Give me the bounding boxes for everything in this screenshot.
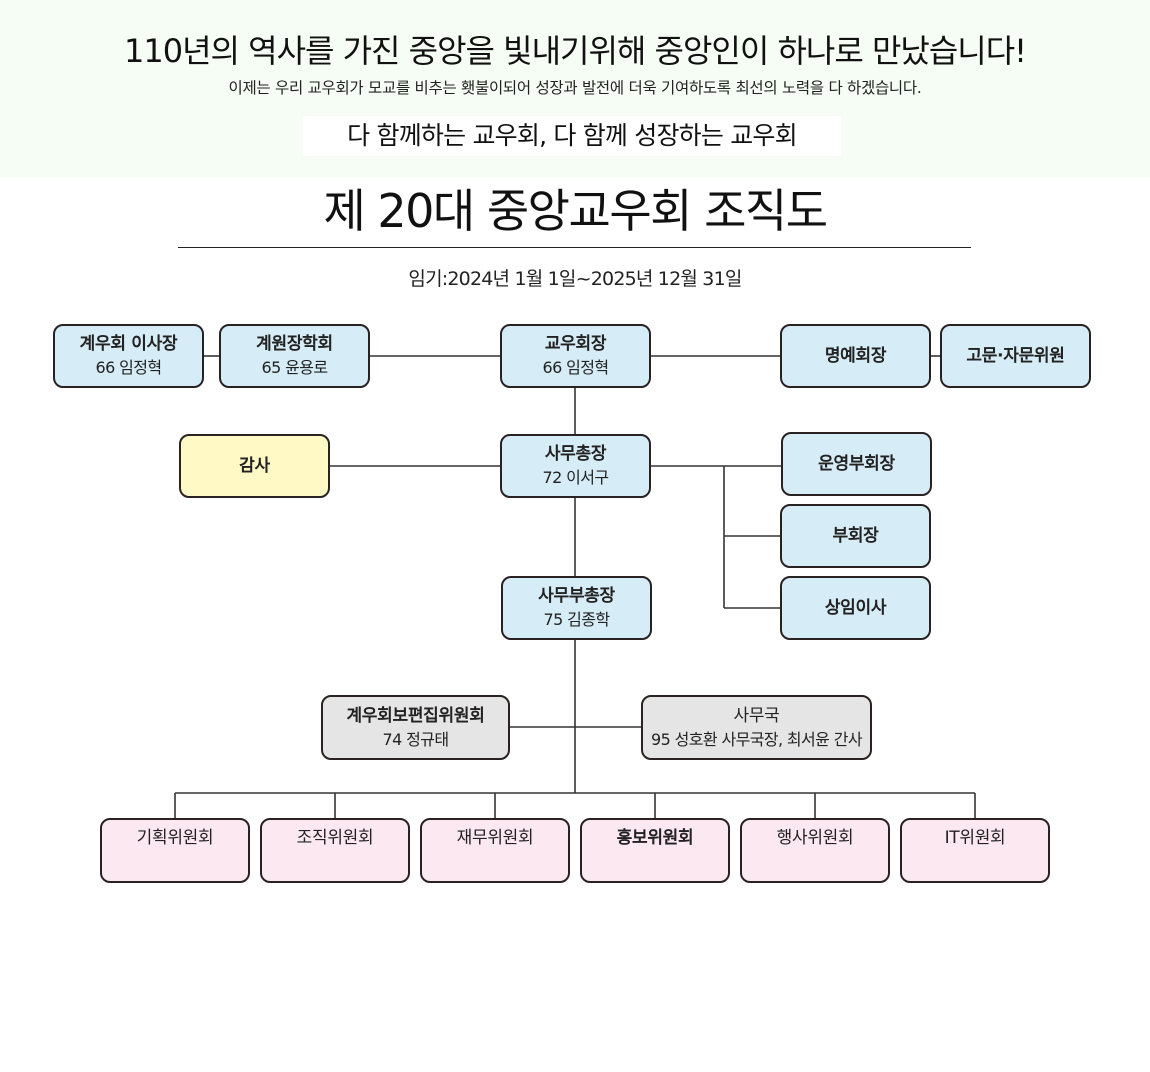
committee-publicity[interactable]: 홍보위원회 [580, 818, 730, 883]
node-title: 사무부총장 [538, 586, 615, 606]
node-title: 교우회장 [544, 334, 607, 354]
committee-title: 홍보위원회 [616, 828, 694, 848]
node-editorial-committee[interactable]: 계우회보편집위원회 74 정규태 [321, 695, 510, 760]
node-title: 부회장 [832, 526, 879, 546]
node-title: 계우회 이사장 [79, 334, 178, 354]
committee-events[interactable]: 행사위원회 [740, 818, 890, 883]
node-person: 65 윤용로 [261, 358, 328, 377]
node-title: 계우회보편집위원회 [346, 705, 485, 726]
node-vice-president[interactable]: 부회장 [780, 504, 931, 568]
node-person: 66 임정혁 [542, 358, 609, 377]
committee-planning[interactable]: 기획위원회 [100, 818, 250, 883]
committee-title: 행사위원회 [776, 828, 854, 848]
node-honorary-president[interactable]: 명예회장 [780, 324, 931, 388]
node-foundation-chair[interactable]: 계우회 이사장 66 임정혁 [53, 324, 204, 388]
committee-organization[interactable]: 조직위원회 [260, 818, 410, 883]
node-advisors[interactable]: 고문·자문위원 [940, 324, 1091, 388]
node-title: 고문·자문위원 [966, 346, 1065, 366]
node-secretariat[interactable]: 사무국 95 성호환 사무국장, 최서윤 간사 [641, 695, 872, 760]
node-person: 72 이서구 [542, 468, 609, 487]
node-auditor[interactable]: 감사 [179, 434, 330, 498]
headline: 110년의 역사를 가진 중앙을 빛내기위해 중앙인이 하나로 만났습니다! [124, 32, 1027, 70]
node-executive-vp[interactable]: 운영부회장 [781, 432, 932, 496]
title-divider [178, 247, 971, 248]
node-secretary-general[interactable]: 사무총장 72 이서구 [500, 434, 651, 498]
node-title: 운영부회장 [818, 454, 895, 474]
node-title: 상임이사 [824, 598, 887, 618]
node-title: 사무국 [733, 705, 780, 726]
node-deputy-secretary-general[interactable]: 사무부총장 75 김종학 [501, 576, 652, 640]
node-person: 66 임정혁 [95, 358, 162, 377]
node-title: 명예회장 [824, 346, 887, 366]
node-title: 사무총장 [544, 444, 607, 464]
committee-title: 조직위원회 [296, 828, 374, 848]
node-person: 75 김종학 [543, 610, 610, 629]
term-period: 임기:2024년 1월 1일~2025년 12월 31일 [408, 268, 742, 290]
committee-title: IT위원회 [944, 828, 1006, 848]
node-person: 74 정규태 [382, 729, 449, 749]
subline: 이제는 우리 교우회가 모교를 비추는 횃불이되어 성장과 발전에 더욱 기여하… [228, 79, 922, 97]
node-standing-director[interactable]: 상임이사 [780, 576, 931, 640]
committee-title: 재무위원회 [456, 828, 534, 848]
committee-it[interactable]: IT위원회 [900, 818, 1050, 883]
committee-finance[interactable]: 재무위원회 [420, 818, 570, 883]
node-title: 감사 [239, 456, 270, 476]
committee-title: 기획위원회 [136, 828, 214, 848]
node-person: 95 성호환 사무국장, 최서윤 간사 [650, 729, 863, 749]
node-president[interactable]: 교우회장 66 임정혁 [500, 324, 651, 388]
org-chart-title: 제 20대 중앙교우회 조직도 [323, 184, 828, 238]
node-scholarship[interactable]: 계원장학회 65 윤용로 [219, 324, 370, 388]
node-title: 계원장학회 [256, 334, 333, 354]
slogan: 다 함께하는 교우회, 다 함께 성장하는 교우회 [303, 116, 841, 156]
